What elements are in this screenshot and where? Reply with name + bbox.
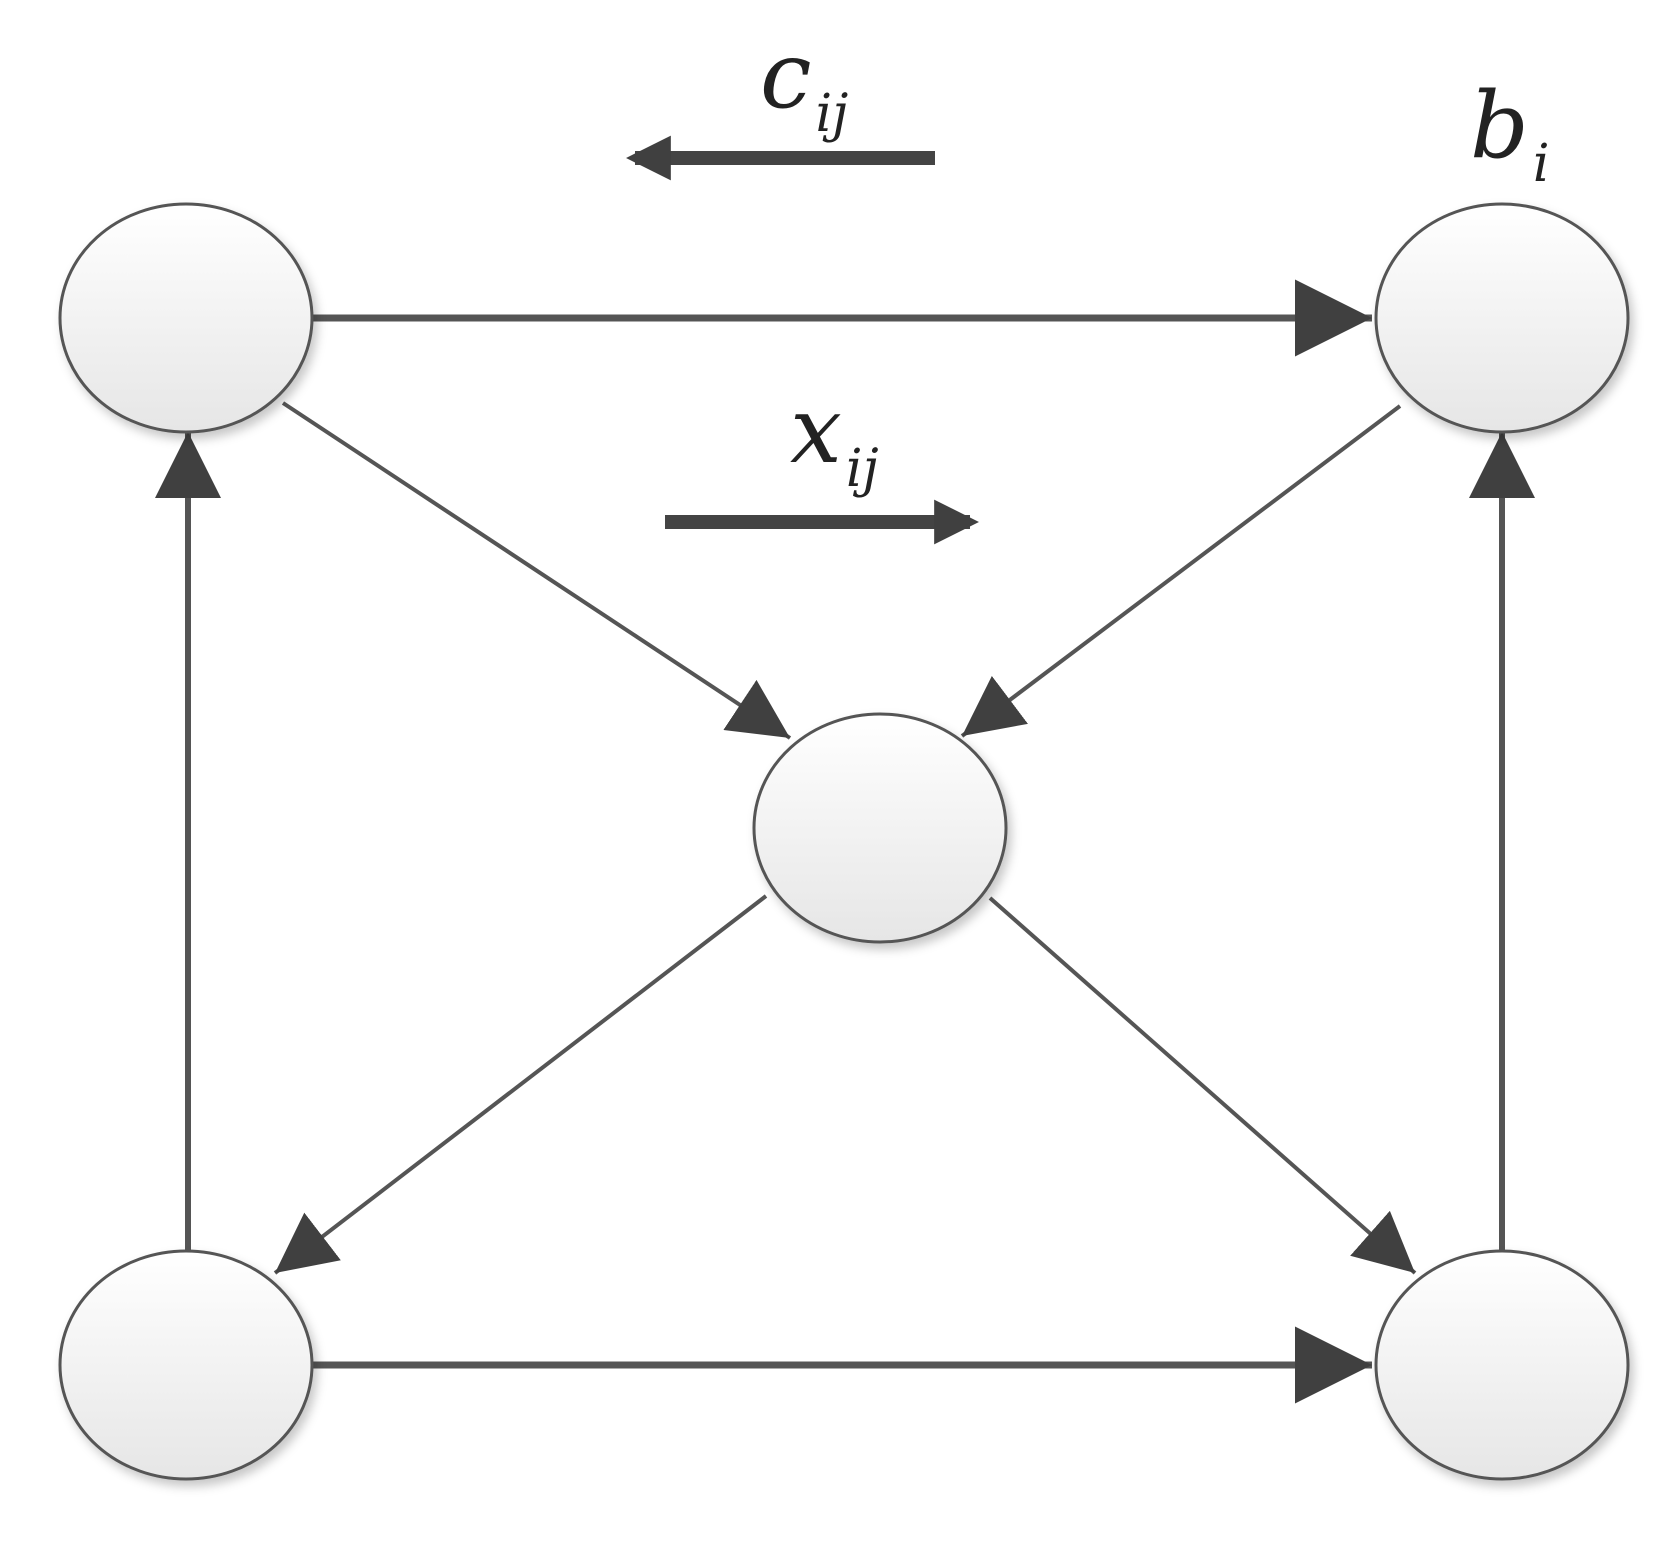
supply-subscript: i [1532,134,1550,194]
edge-top-left-to-center [281,401,792,740]
edge-center-to-bottom-right [988,896,1417,1275]
cost-subscript: ij [815,84,849,144]
cost-label: cij [760,30,848,141]
edge-center-to-bottom-left [273,894,768,1275]
flow-subscript: ij [845,439,879,499]
flow-symbol: x [790,377,842,484]
supply-symbol: b [1470,72,1529,179]
node-center [752,712,1008,944]
node-top-right [1374,202,1630,434]
node-top-left [58,202,314,434]
node-bottom-left [58,1249,314,1481]
node-bottom-right [1374,1249,1630,1481]
flow-label: xij [790,385,879,496]
edges-group [155,279,1535,1404]
edge-top-right-to-center [960,404,1402,738]
supply-label: bi [1470,80,1550,191]
cost-symbol: c [760,22,812,129]
nodes-group [58,202,1630,1481]
